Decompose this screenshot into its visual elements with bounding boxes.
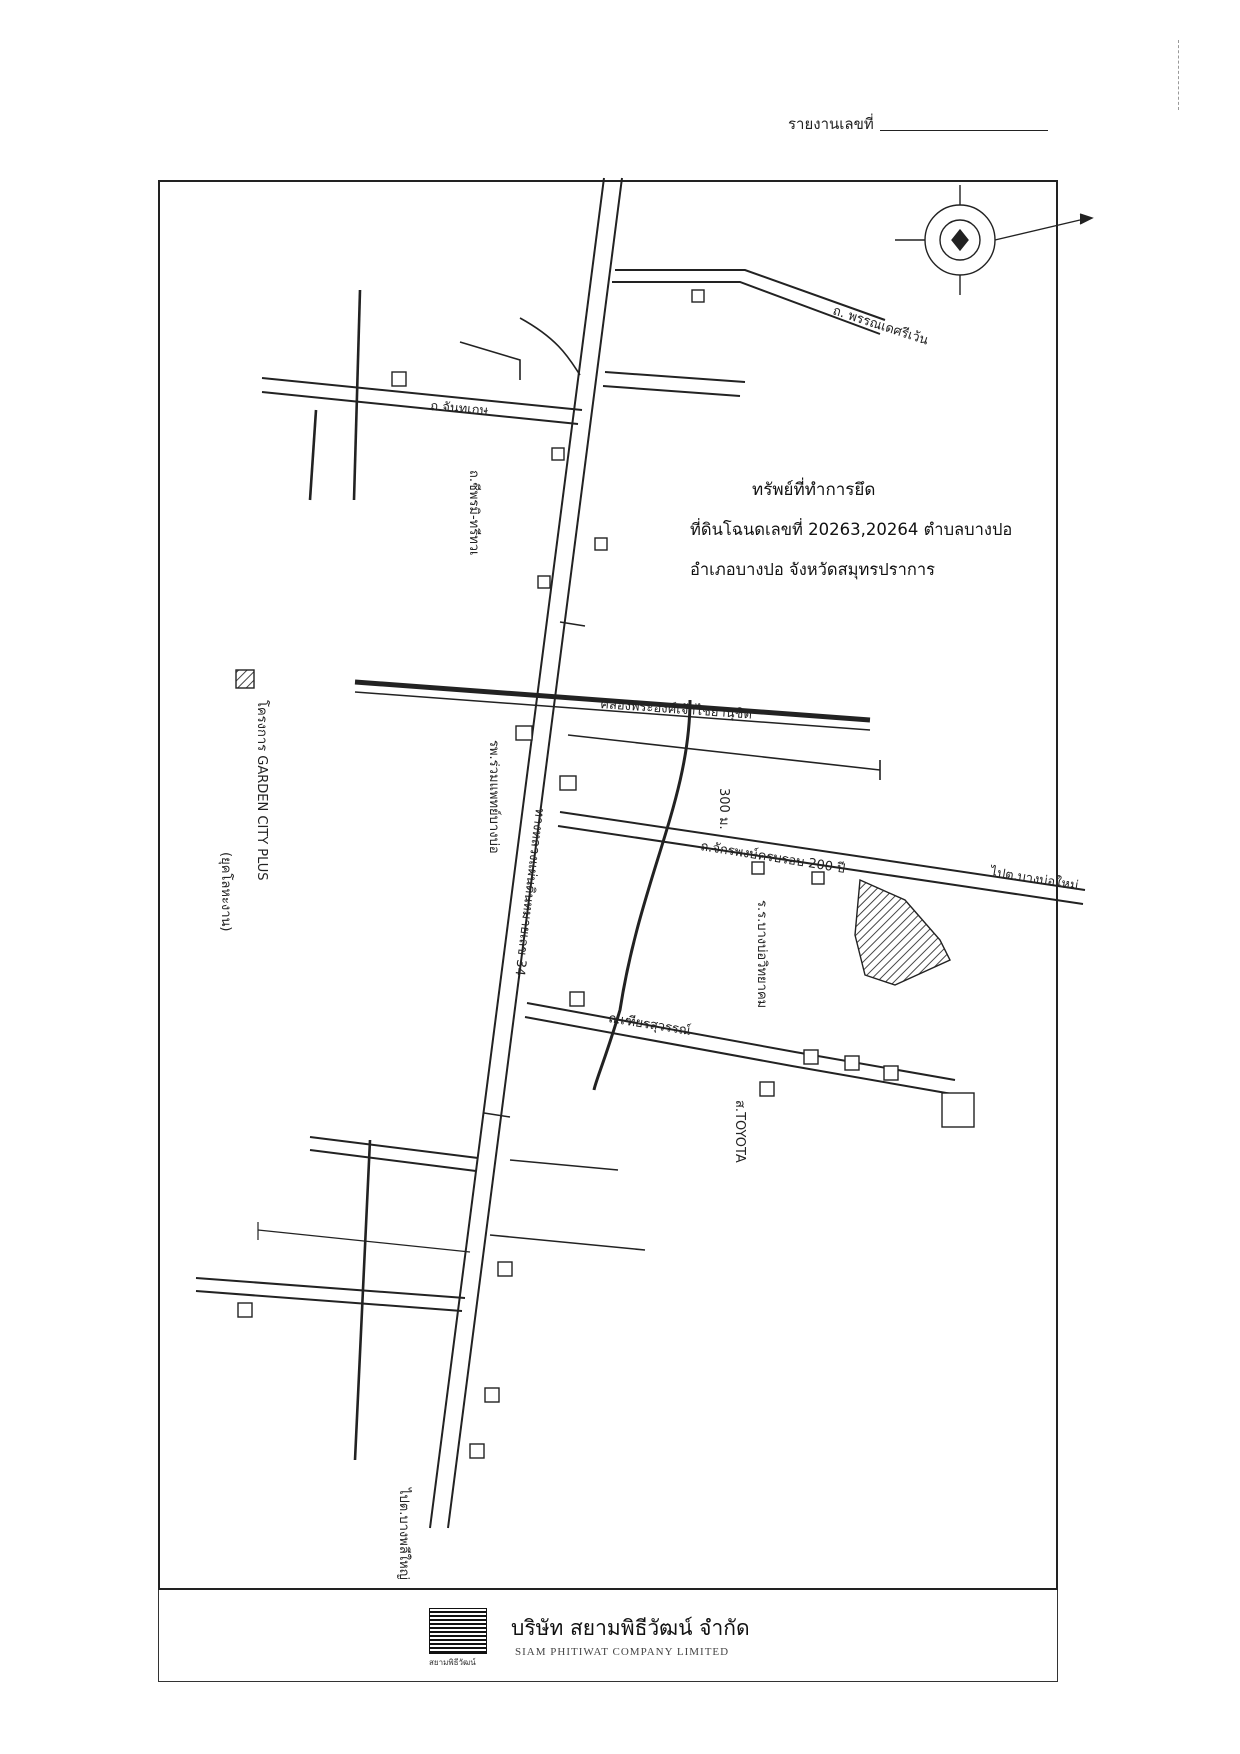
road-right-small: [602, 371, 746, 397]
label-road-chan: ถ.จันทเกษ: [430, 399, 489, 419]
building-markers: [235, 289, 975, 1459]
main-highway: [429, 177, 623, 1529]
label-300m: 300 ม.: [716, 788, 731, 830]
report-number-field: รายงานเลขที่: [788, 112, 1048, 136]
canal: [354, 679, 871, 731]
report-number-blank[interactable]: [879, 130, 1048, 131]
curve-road: [519, 317, 581, 376]
label-to-bangplee: ไปต.บางพลีใหญ่: [396, 1487, 412, 1580]
break-marks: [483, 621, 586, 1118]
asset-title: ทรัพย์ที่ทำการยึด: [752, 480, 876, 500]
label-school: ร.ร.บางบ่อวิทยาคม: [754, 900, 769, 1008]
road-chan: [261, 377, 583, 425]
road-200-years: [557, 811, 1086, 905]
label-canal: คลองพระองค์เจ้าไชยานุชิต: [600, 696, 753, 723]
label-toyota: ส.TOYOTA: [732, 1100, 747, 1163]
road-lower-2-right: [489, 1234, 646, 1251]
asset-location-line: อำเภอบางปอ จังหวัดสมุทรปราการ: [690, 560, 936, 579]
seized-property-plot: [854, 878, 951, 986]
label-to-bangbo: ไปต.บางบ่อใหม่: [988, 864, 1079, 894]
road-lower-1-right: [509, 1159, 619, 1171]
company-name-english: SIAM PHITIWAT COMPANY LIMITED: [515, 1646, 730, 1658]
label-hospital: รพ.ร่วมแพทย์บางบ่อ: [486, 740, 502, 854]
company-name-thai: บริษัท สยามพิธีวัฒน์ จำกัด: [511, 1616, 750, 1640]
label-road-sukhumvit: ถ.ชีพรมิ-ทรีทวเ: [466, 470, 482, 556]
road-chiang: [524, 1002, 956, 1095]
side-lane: [459, 341, 521, 380]
scan-mark: [1178, 40, 1181, 110]
creek: [592, 699, 692, 1091]
road-lower-1: [309, 1136, 479, 1172]
seized-asset-description: ทรัพย์ที่ทำการยึด ที่ดินโฉนดเลขที่ 20263…: [690, 470, 1012, 590]
report-number-label: รายงานเลขที่: [788, 117, 874, 133]
asset-deed-line: ที่ดินโฉนดเลขที่ 20263,20264 ตำบลบางปอ: [690, 520, 1013, 539]
marker-300m-road: [567, 734, 881, 780]
label-project: โครงการ GARDEN CITY PLUS: [254, 700, 270, 881]
company-footer: สยามพิธีวัฒน์ บริษัท สยามพิธีวัฒน์ จำกัด…: [158, 1590, 1058, 1682]
road-lower-2: [195, 1277, 466, 1312]
label-road-top: ถ. พรรณเดศรีเว้น: [831, 303, 931, 349]
label-project-note: (ยุคโลหะงาน): [218, 852, 234, 932]
company-logo-icon: [429, 1608, 487, 1654]
road-top-right: [612, 269, 886, 335]
logo-caption: สยามพิธีวัฒน์: [429, 1658, 476, 1667]
north-arrow-icon: [895, 185, 1094, 295]
label-highway: ทางหลวงแผ่นดินหมายเลข 34: [511, 808, 546, 977]
streams-left: [308, 289, 372, 1461]
